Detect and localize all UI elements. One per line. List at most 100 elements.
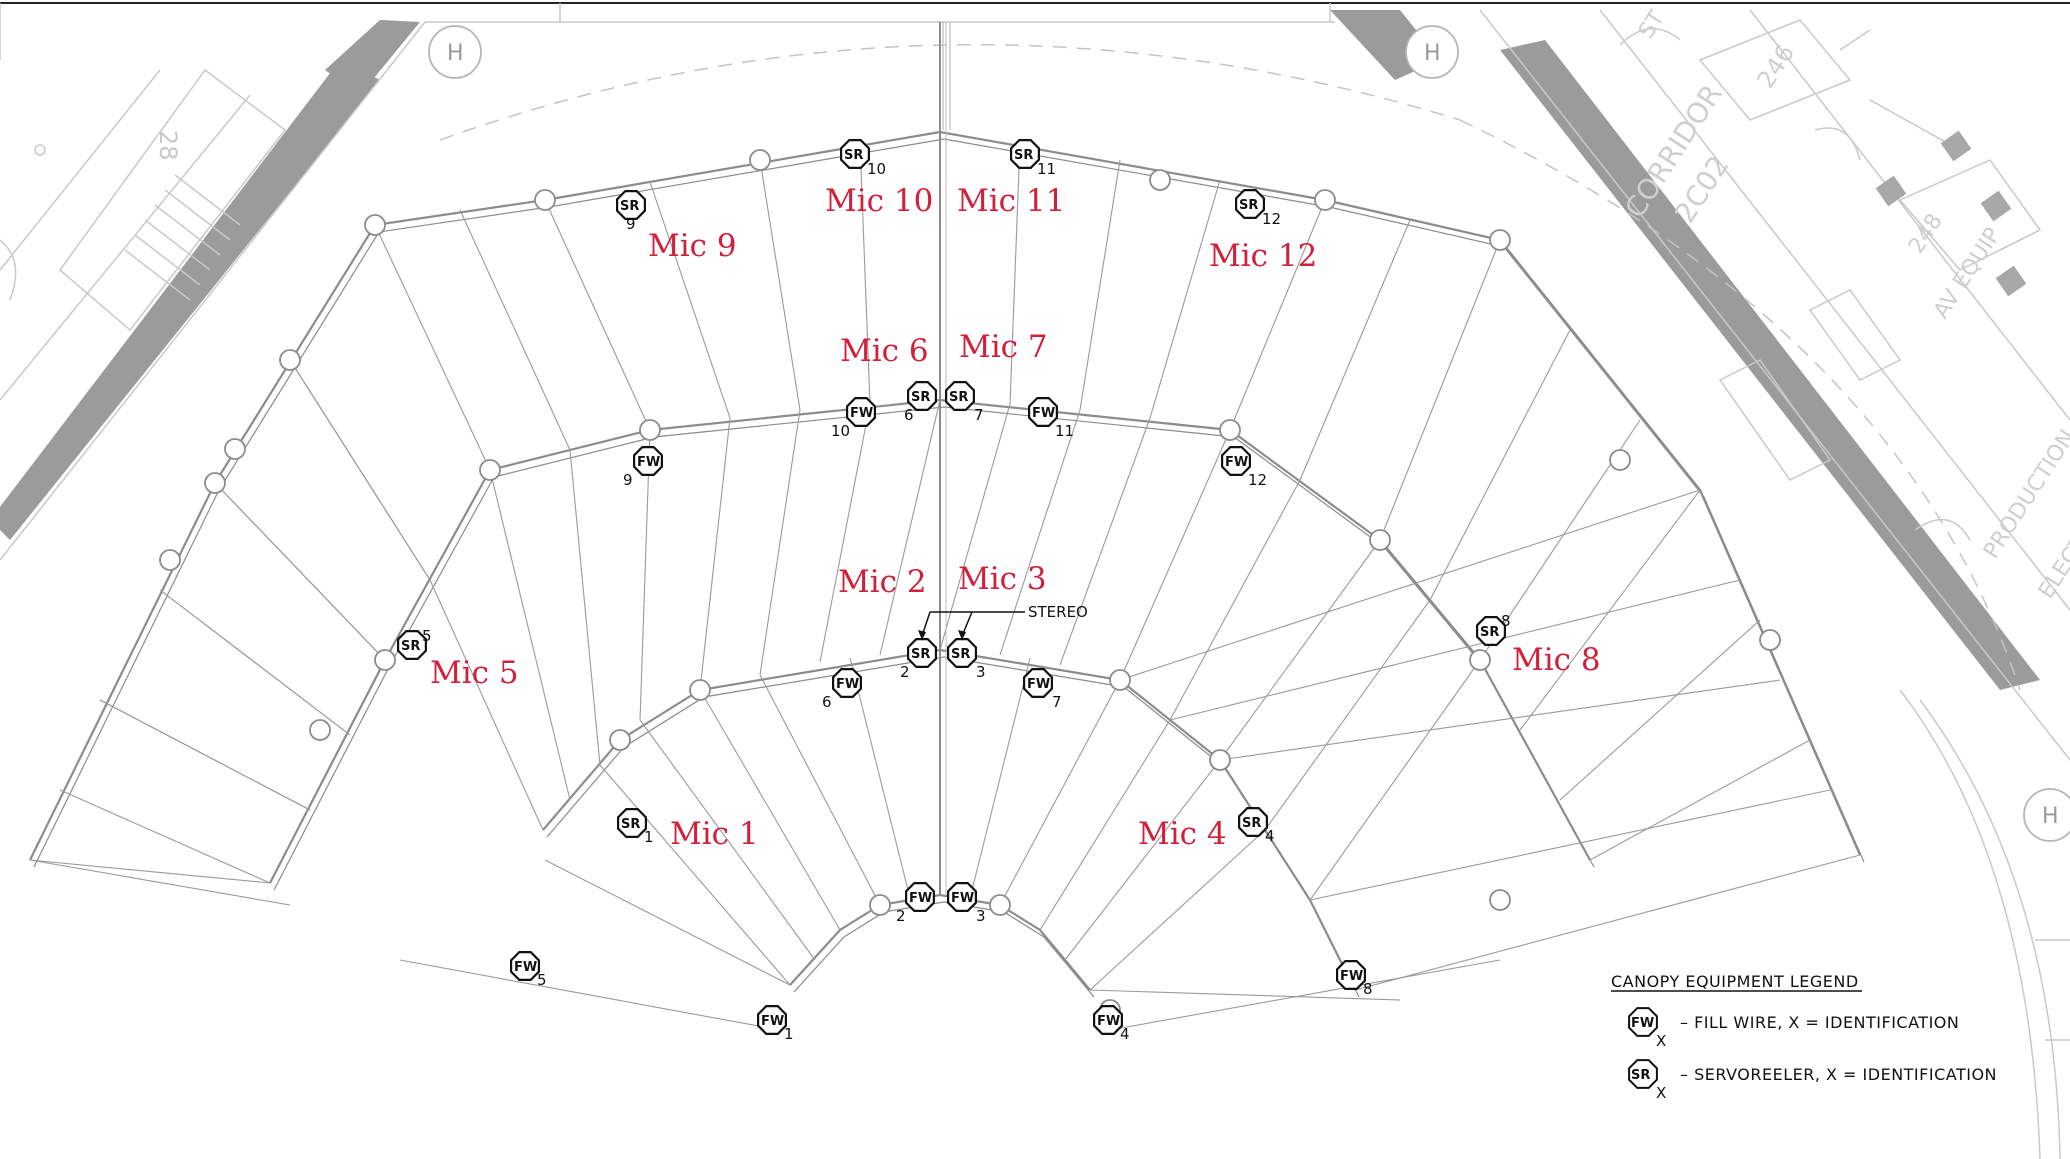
fill-wire-symbol bbox=[1092, 1004, 1124, 1036]
fill-wire-id: 5 bbox=[537, 971, 547, 989]
mic-3-label: Mic 3 bbox=[958, 561, 1047, 597]
panel-line bbox=[999, 679, 1121, 906]
servoreeler-6: SR6 bbox=[904, 381, 938, 424]
panel-line bbox=[849, 657, 911, 899]
servoreeler-code: SR bbox=[844, 148, 863, 163]
fill-wire-id: 8 bbox=[1363, 980, 1373, 998]
panel-line bbox=[1219, 539, 1381, 761]
panel-line bbox=[1119, 489, 1701, 681]
canopy-joint bbox=[749, 149, 771, 171]
panel-line bbox=[1079, 159, 1121, 411]
canopy-arc-3 bbox=[542, 648, 1356, 991]
legend-servoreeler-text: – SERVOREELER, X = IDENTIFICATION bbox=[1680, 1065, 1997, 1084]
panel-line bbox=[544, 199, 651, 431]
fill-wire-1: FW1 bbox=[756, 1004, 794, 1043]
fill-wire-4: FW4 bbox=[1092, 1004, 1130, 1043]
panel-line bbox=[699, 689, 841, 931]
servoreeler-id: 11 bbox=[1037, 160, 1056, 178]
servoreeler-id: 4 bbox=[1265, 827, 1275, 845]
panel-line bbox=[1309, 659, 1481, 901]
fill-wire-id: 6 bbox=[822, 693, 832, 711]
canopy-joint bbox=[364, 214, 386, 236]
servoreeler-id: 5 bbox=[422, 627, 432, 645]
room-number: 246 bbox=[1752, 40, 1800, 94]
canopy-joint bbox=[689, 679, 711, 701]
servoreeler-code: SR bbox=[1014, 148, 1033, 163]
fill-wire-symbol bbox=[946, 881, 978, 913]
fill-wire-id: 11 bbox=[1055, 422, 1074, 440]
canopy-joint bbox=[1469, 649, 1491, 671]
fill-wire-code: FW bbox=[761, 1014, 784, 1029]
canopy-joint bbox=[1489, 889, 1511, 911]
servoreeler-id: 12 bbox=[1262, 210, 1281, 228]
mic-12-label: Mic 12 bbox=[1209, 238, 1317, 274]
canopy-arc-inner-4 bbox=[793, 901, 1095, 998]
panel-line bbox=[759, 159, 801, 411]
mic-9-label: Mic 9 bbox=[648, 228, 737, 264]
panel-line bbox=[1354, 854, 1861, 991]
panel-line bbox=[289, 359, 431, 581]
panel-line bbox=[1039, 719, 1171, 931]
servoreeler-id: 9 bbox=[626, 215, 636, 233]
panel-line bbox=[1429, 329, 1571, 601]
av-equip-label: AV EQUIP bbox=[1929, 223, 2006, 323]
fill-wire-3: FW3 bbox=[946, 881, 986, 925]
fill-wire-7: FW7 bbox=[1022, 667, 1062, 711]
panel-line bbox=[639, 719, 816, 961]
panel-line bbox=[459, 209, 571, 451]
fill-wire-code: FW bbox=[850, 406, 873, 421]
panel-line bbox=[429, 579, 544, 831]
servoreeler-symbol bbox=[1237, 806, 1269, 838]
panel-line bbox=[999, 409, 1081, 656]
fill-wire-8: FW8 bbox=[1335, 959, 1373, 998]
svg-text:H: H bbox=[2042, 804, 2059, 829]
panel-line bbox=[969, 657, 1031, 899]
panel-line bbox=[1229, 199, 1326, 431]
fill-wire-symbol bbox=[510, 950, 541, 982]
servoreeler-id: 3 bbox=[976, 663, 986, 681]
servoreeler-symbol bbox=[616, 807, 648, 839]
panel-line bbox=[859, 141, 871, 405]
canopy-joint bbox=[204, 472, 226, 494]
mic-4-label: Mic 4 bbox=[1138, 816, 1227, 852]
panel-line bbox=[1119, 429, 1231, 681]
panel-line bbox=[214, 482, 386, 661]
panel-line bbox=[1309, 789, 1831, 901]
fill-wire-code: FW bbox=[836, 677, 859, 692]
servoreeler-code: SR bbox=[949, 390, 968, 405]
mic-7-label: Mic 7 bbox=[959, 329, 1048, 365]
servoreeler-symbol bbox=[906, 381, 938, 411]
servoreeler-12: SR 12 bbox=[1234, 189, 1281, 228]
servoreeler-code: SR bbox=[1239, 198, 1258, 213]
stair-number: 28 bbox=[154, 130, 182, 161]
panel-line bbox=[399, 959, 781, 1031]
panel-line bbox=[939, 403, 1011, 651]
canopy-joint bbox=[639, 419, 661, 441]
canopy-arc-inner-1 bbox=[33, 138, 1865, 868]
legend-servoreeler-symbol: SR X bbox=[1628, 1059, 1666, 1102]
legend-fill-wire-symbol: FW X bbox=[1628, 1007, 1666, 1050]
panel-line bbox=[1264, 599, 1431, 831]
canopy-joint bbox=[159, 549, 181, 571]
servoreeler-3: SR3 bbox=[946, 637, 986, 681]
panel-line bbox=[1169, 579, 1741, 721]
panel-line bbox=[1149, 179, 1221, 419]
panel-line bbox=[1059, 417, 1151, 666]
mic-labels: Mic 1 Mic 2 Mic 3 Mic 4 Mic 5 Mic 6 Mic … bbox=[430, 183, 1601, 852]
fill-wire-code: FW bbox=[1340, 969, 1363, 984]
legend-sr-x: X bbox=[1656, 1084, 1666, 1102]
fill-wire-9: FW9 bbox=[623, 446, 664, 489]
fill-wire-5: FW5 bbox=[510, 950, 547, 989]
panel-line bbox=[159, 589, 351, 736]
legend-sr-code: SR bbox=[1631, 1068, 1650, 1083]
panel-line bbox=[1519, 489, 1701, 731]
canopy-joint bbox=[1109, 669, 1131, 691]
servoreeler-code: SR bbox=[621, 817, 640, 832]
servoreeler-4: SR4 bbox=[1237, 806, 1275, 845]
fill-wire-code: FW bbox=[1225, 455, 1248, 470]
panel-line bbox=[29, 859, 291, 906]
